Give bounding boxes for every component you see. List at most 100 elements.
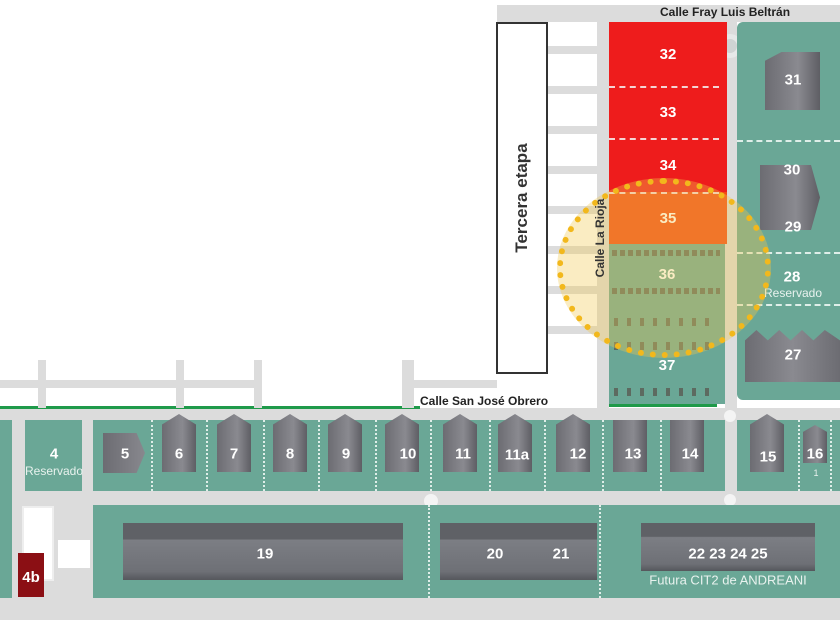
lot-20-number[interactable]: 20 <box>486 545 504 563</box>
lot-29-number[interactable]: 29 <box>784 218 802 236</box>
lot-16-number[interactable]: 16 <box>806 445 824 463</box>
tercera-etapa-label: Tercera etapa <box>512 143 531 253</box>
lot-13-number[interactable]: 13 <box>624 445 642 463</box>
building-20-21 <box>440 523 597 580</box>
lot-divider <box>428 505 430 598</box>
lot-divider <box>151 420 153 491</box>
green-boundary-line <box>0 406 420 409</box>
lot-10-number[interactable]: 10 <box>399 445 417 463</box>
building-9 <box>328 414 362 472</box>
green-boundary-line <box>609 403 717 407</box>
lot-8-number[interactable]: 8 <box>285 445 295 463</box>
lot-number: 33 <box>659 103 677 121</box>
street-label-san-jose-obrero: Calle San José Obrero <box>420 394 549 408</box>
road-left <box>82 420 93 620</box>
lot-4-number: 4 <box>49 445 59 463</box>
lot-number: 4b <box>22 568 40 586</box>
lot-partial <box>0 505 12 598</box>
road-node <box>424 494 438 508</box>
building-14 <box>670 420 704 472</box>
lot-16-note: 1 <box>813 468 819 478</box>
road-bottom <box>0 598 840 620</box>
lot-28-note: Reservado <box>763 286 823 300</box>
lot-5-number[interactable]: 5 <box>120 445 130 463</box>
lot-divider <box>737 304 840 306</box>
tercera-etapa-block: Tercera etapa <box>496 22 548 374</box>
street-label-fray-luis-beltran: Calle Fray Luis Beltrán <box>660 5 791 19</box>
lot-number: 37 <box>658 357 676 374</box>
street-label-la-rioja: Calle La Rioja <box>593 198 607 278</box>
building-11a <box>498 414 532 472</box>
lot-31-number[interactable]: 31 <box>784 71 802 89</box>
building-5 <box>103 433 145 473</box>
lot-divider <box>375 420 377 491</box>
ladder-rung <box>547 86 597 94</box>
lot-30-number[interactable]: 30 <box>783 161 801 179</box>
lot-divider <box>599 505 601 598</box>
lot-14-number[interactable]: 14 <box>681 445 699 463</box>
lot-4[interactable] <box>25 420 82 491</box>
ladder-rung <box>547 46 597 54</box>
lot-7-number[interactable]: 7 <box>229 445 239 463</box>
building-8 <box>273 414 307 472</box>
future-cit2-note: Futura CIT2 de ANDREANI <box>649 572 807 588</box>
building-6 <box>162 414 196 472</box>
lot-divider <box>660 420 662 491</box>
ladder-rung <box>547 126 597 134</box>
building-22-25 <box>641 523 815 571</box>
fence <box>254 360 262 408</box>
building-15 <box>750 414 784 472</box>
lot-4b[interactable]: 4b <box>18 553 44 597</box>
lot-divider <box>318 420 320 491</box>
building-30-29 <box>760 165 820 230</box>
lot-number: 34 <box>659 156 677 174</box>
building-12 <box>556 414 590 472</box>
building-19 <box>123 523 403 580</box>
road-fray-luis-beltran <box>497 5 840 22</box>
ladder-rung <box>547 166 597 174</box>
road-node <box>724 410 736 422</box>
fence <box>0 380 262 388</box>
building-16 <box>803 425 827 463</box>
lot-21-number[interactable]: 21 <box>552 545 570 563</box>
lot-divider <box>737 252 840 254</box>
lot-divider <box>489 420 491 491</box>
lots-22-25-number[interactable]: 22 23 24 25 <box>688 545 768 563</box>
ladder-rung <box>547 206 597 214</box>
lot-15-number[interactable]: 15 <box>759 448 777 466</box>
lot-12-number[interactable]: 12 <box>569 445 587 463</box>
lot-32[interactable]: 32 <box>609 22 727 86</box>
lot-divider <box>798 420 800 491</box>
road-san-jose-obrero <box>0 408 840 422</box>
lot-divider <box>206 420 208 491</box>
fence <box>176 360 184 408</box>
building-11 <box>443 414 477 472</box>
white-plot <box>58 540 90 568</box>
lot-11-number[interactable]: 11 <box>455 445 471 463</box>
building-31 <box>765 52 820 110</box>
lot-divider <box>544 420 546 491</box>
building-7 <box>217 414 251 472</box>
lot-number: 32 <box>659 45 677 63</box>
lot-33[interactable]: 33 <box>609 86 727 138</box>
lot-11a-number[interactable]: 11a <box>504 446 530 464</box>
lot-19-number[interactable]: 19 <box>256 545 274 563</box>
ladder-rung <box>547 326 597 334</box>
lot-28-number[interactable]: 28 <box>783 268 801 286</box>
road-node <box>724 494 736 506</box>
lot-6-number[interactable]: 6 <box>174 445 184 463</box>
lot-divider <box>830 420 832 491</box>
lot-divider <box>602 420 604 491</box>
lot-4-note: Reservado <box>24 464 84 478</box>
fence <box>38 360 46 408</box>
lot-9-number[interactable]: 9 <box>341 445 351 463</box>
highlight-circle <box>557 178 771 358</box>
lot-27-number[interactable]: 27 <box>784 346 802 364</box>
fence <box>402 380 497 388</box>
building-10 <box>385 414 419 472</box>
parking-stripes <box>614 388 718 396</box>
lot-divider <box>263 420 265 491</box>
lot-divider <box>609 138 719 140</box>
building-13 <box>613 420 647 472</box>
lot-divider <box>609 86 719 88</box>
